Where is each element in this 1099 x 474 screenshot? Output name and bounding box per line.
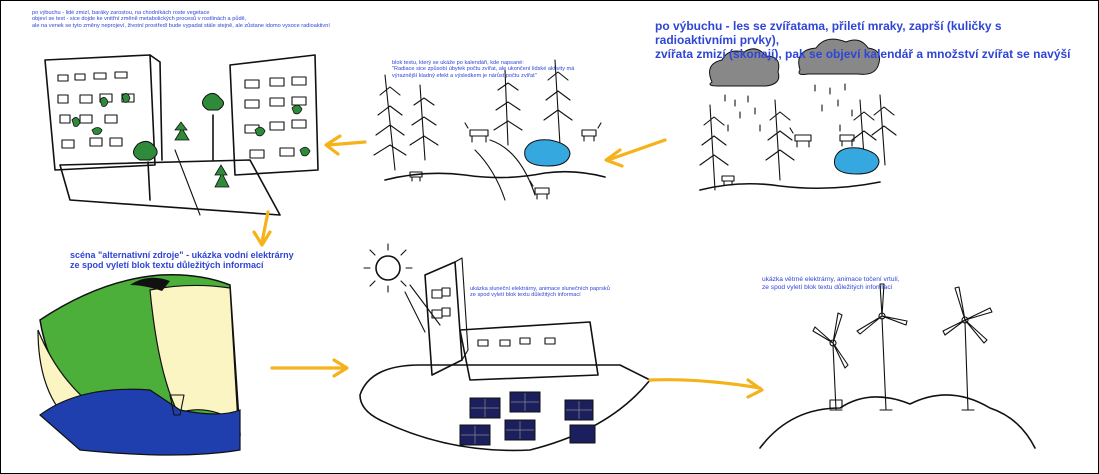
arrow-scene1-to-scene4 (254, 212, 270, 245)
arrow-scene3-to-scene2 (606, 140, 665, 166)
lake (834, 148, 879, 174)
wind-turbine-icon (943, 287, 992, 410)
scene2-forest-sketch (374, 60, 605, 200)
note-scene6: ukázka větrné elektrárny, animace točení… (762, 276, 972, 291)
scene6-wind-sketch (760, 284, 1035, 448)
arrow-scene2-to-scene1 (326, 136, 365, 154)
sun-icon (376, 256, 400, 280)
animal-icon (465, 123, 488, 142)
tree-icon (410, 85, 438, 160)
building-icon (230, 55, 318, 175)
animal-icon (790, 128, 811, 147)
tree-icon (766, 100, 794, 180)
note-scene2: blok textu, který se ukáže po kalendáři,… (392, 60, 632, 79)
lake (525, 140, 570, 166)
note-scene5: ukázka sluneční elektrárny, animace slun… (470, 286, 660, 299)
wind-turbine-icon (813, 313, 848, 410)
building-icon (425, 262, 462, 375)
arrow-scene4-to-scene5 (272, 360, 347, 376)
tree-icon (148, 162, 150, 200)
animal-icon (722, 176, 734, 185)
tree-icon (374, 75, 406, 170)
tree-icon (494, 70, 522, 145)
rain-drops (725, 84, 852, 131)
note-scene1: po výbuchu - lidé zmizí, baráky zarostou… (32, 10, 332, 29)
animal-icon (582, 123, 601, 141)
animal-icon (840, 135, 854, 146)
scene5-solar-sketch (360, 244, 650, 450)
scene1-city-sketch (45, 55, 318, 215)
tree-icon (700, 105, 728, 190)
note-scene3: po výbuchu - les se zvířatama, přiletí m… (655, 20, 1085, 61)
scene3-forest-rain-sketch (700, 39, 896, 190)
note-scene4: scéna "alternativní zdroje" - ukázka vod… (70, 250, 330, 271)
arrow-scene5-to-scene6 (650, 380, 762, 397)
scene4-hydro-sketch (38, 275, 240, 455)
wind-turbine-icon (857, 284, 907, 410)
